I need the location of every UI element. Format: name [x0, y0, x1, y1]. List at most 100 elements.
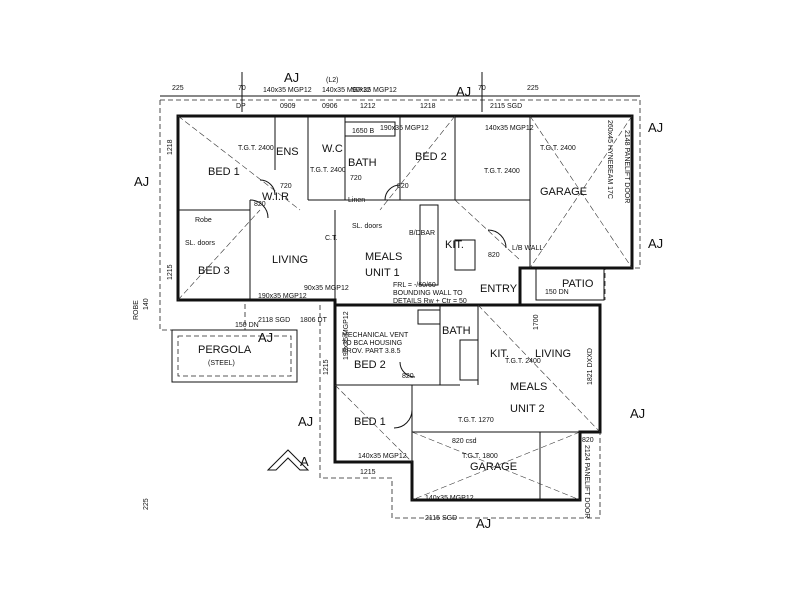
- robe-side-label: ROBE: [133, 300, 140, 320]
- room-bed1-unit1: BED 1: [208, 166, 240, 178]
- door-swing: [487, 229, 507, 249]
- dim-1218-vertical: 1218: [167, 139, 174, 155]
- mgp-label-d: 140x35 MGP12: [485, 125, 534, 132]
- unit1-label: UNIT 1: [365, 267, 400, 279]
- bdbar-note: B/DBAR: [409, 230, 435, 237]
- tgt-garage-unit2: T.G.T. 1800: [462, 453, 498, 460]
- tgt-bed1-unit1: T.G.T. 2400: [238, 145, 274, 152]
- dim-1215-unit2: 1215: [323, 359, 330, 375]
- mgp-label-f: 140x35 MGP12: [425, 495, 474, 502]
- room-wc: W.C: [322, 143, 343, 155]
- aj-marker: AJ: [284, 70, 299, 85]
- dim-70-top: 70: [238, 85, 246, 92]
- hynebeam-note: 260x45 HYNEBEAM 17C: [606, 120, 613, 199]
- mgp-label-c: 90x35 MGP12: [352, 87, 397, 94]
- dim-225-top-b: 225: [527, 85, 539, 92]
- room-patio: PATIO: [562, 278, 594, 290]
- door-720-b: 720: [350, 175, 362, 182]
- dim-2118-sgd: 2118 SGD: [258, 317, 290, 324]
- mgp-label-e: 190x35 MGP12: [380, 125, 429, 132]
- room-pergola: PERGOLA: [198, 344, 252, 356]
- door-swing: [259, 179, 276, 196]
- dim-70-top-b: 70: [478, 85, 486, 92]
- tgt-bed2-unit1: T.G.T. 2400: [484, 168, 520, 175]
- tgt-bath-unit1: T.G.T. 2400: [310, 167, 346, 174]
- aj-marker: AJ: [456, 84, 471, 99]
- tgt-living-unit2: T.G.T. 2400: [505, 358, 541, 365]
- room-entry: ENTRY: [480, 283, 518, 295]
- door-swing: [399, 361, 416, 378]
- door-820-a: 820: [254, 201, 266, 208]
- dim-l2: (L2): [326, 77, 338, 84]
- roof-line: [477, 304, 601, 433]
- frl-note-1: FRL = -/60/60: [393, 282, 436, 289]
- panelift-door-2: 2124 PANELIFT DOOR: [583, 445, 590, 518]
- dim-140: 140: [143, 298, 150, 310]
- dim-1700: 1700: [533, 314, 540, 330]
- bath-tub-unit2: [417, 309, 441, 325]
- panelift-door-1: 2148 PANELIFT DOOR: [623, 130, 630, 203]
- dim-1821-dxxd: 1821 DXXD: [587, 348, 594, 385]
- dim-1215-vertical: 1215: [167, 264, 174, 280]
- roof-line: [454, 199, 521, 261]
- unit1-internal-walls: [274, 116, 531, 268]
- room-kit-unit2: KIT.: [490, 348, 509, 360]
- roof-line: [334, 384, 413, 463]
- vent-note-3: PROV. PART 3.8.5: [342, 348, 401, 355]
- door-820-d: 820: [402, 373, 414, 380]
- room-wir: W.I.R: [262, 191, 289, 203]
- fridge-space-unit2: [459, 339, 479, 381]
- room-bed1-unit2: BED 1: [354, 416, 386, 428]
- csd-note: 820 csd: [452, 438, 477, 445]
- room-meals-unit1: MEALS: [365, 251, 402, 263]
- unit2-label: UNIT 2: [510, 403, 545, 415]
- frl-note-3: DETAILS Rw + Ctr = 50: [393, 298, 467, 305]
- dp-label: DP: [236, 103, 246, 110]
- room-meals-unit2: MEALS: [510, 381, 547, 393]
- mgp-label-b: 140x35 MGP12: [322, 87, 371, 94]
- room-robe: Robe: [195, 217, 212, 224]
- door-swing: [384, 184, 401, 201]
- frl-note-2: BOUNDING WALL TO: [393, 290, 463, 297]
- vent-note-2: TO BCA HOUSING: [342, 340, 402, 347]
- fridge-space-unit1: [454, 239, 476, 271]
- dim-1212: 1212: [360, 103, 376, 110]
- room-garage-unit1: GARAGE: [540, 186, 587, 198]
- dim-225-bottom: 225: [143, 498, 150, 510]
- dim-0909: 0909: [280, 103, 296, 110]
- dim-225-top: 225: [172, 85, 184, 92]
- dim-1215-bottom: 1215: [360, 469, 376, 476]
- patio-outline: [535, 267, 605, 301]
- unit1-cross-walls: [178, 199, 530, 300]
- pergola-material: (STEEL): [208, 360, 235, 367]
- bath-tub-unit1: [344, 121, 396, 137]
- dim-1218: 1218: [420, 103, 436, 110]
- room-bed3: BED 3: [198, 265, 230, 277]
- door-820-e: 820: [582, 437, 594, 444]
- dim-2115-sgd-bottom: 2115 SGD: [425, 515, 457, 522]
- sliding-doors-note-2: SL. doors: [185, 240, 215, 247]
- sliding-doors-note-1: SL. doors: [352, 223, 382, 230]
- room-ens: ENS: [276, 146, 299, 158]
- tgt-garage-unit1: T.G.T. 2400: [540, 145, 576, 152]
- tgt-unit2-bed: T.G.T. 1270: [458, 417, 494, 424]
- roof-line: [177, 115, 301, 211]
- door-820-c: 820: [488, 252, 500, 259]
- aj-marker: AJ: [630, 406, 645, 421]
- aj-marker: AJ: [258, 330, 273, 345]
- room-kit-unit1: KIT.: [445, 239, 464, 251]
- mgp-190-unit2: 190x35 MGP12: [343, 311, 350, 360]
- aj-marker: AJ: [648, 120, 663, 135]
- room-bath-unit2: BATH: [442, 325, 471, 337]
- lb-wall-note: L/B WALL: [512, 245, 543, 252]
- room-living-unit1: LIVING: [272, 254, 308, 266]
- door-820-b: 820: [397, 183, 409, 190]
- room-bed2-unit1: BED 2: [415, 151, 447, 163]
- roof-line: [411, 431, 581, 501]
- door-swing: [249, 199, 269, 219]
- mgp-label-a: 140x35 MGP12: [263, 87, 312, 94]
- aj-marker: AJ: [476, 516, 491, 531]
- mgp-90-label: 90x35 MGP12: [304, 285, 349, 292]
- aj-marker: AJ: [648, 236, 663, 251]
